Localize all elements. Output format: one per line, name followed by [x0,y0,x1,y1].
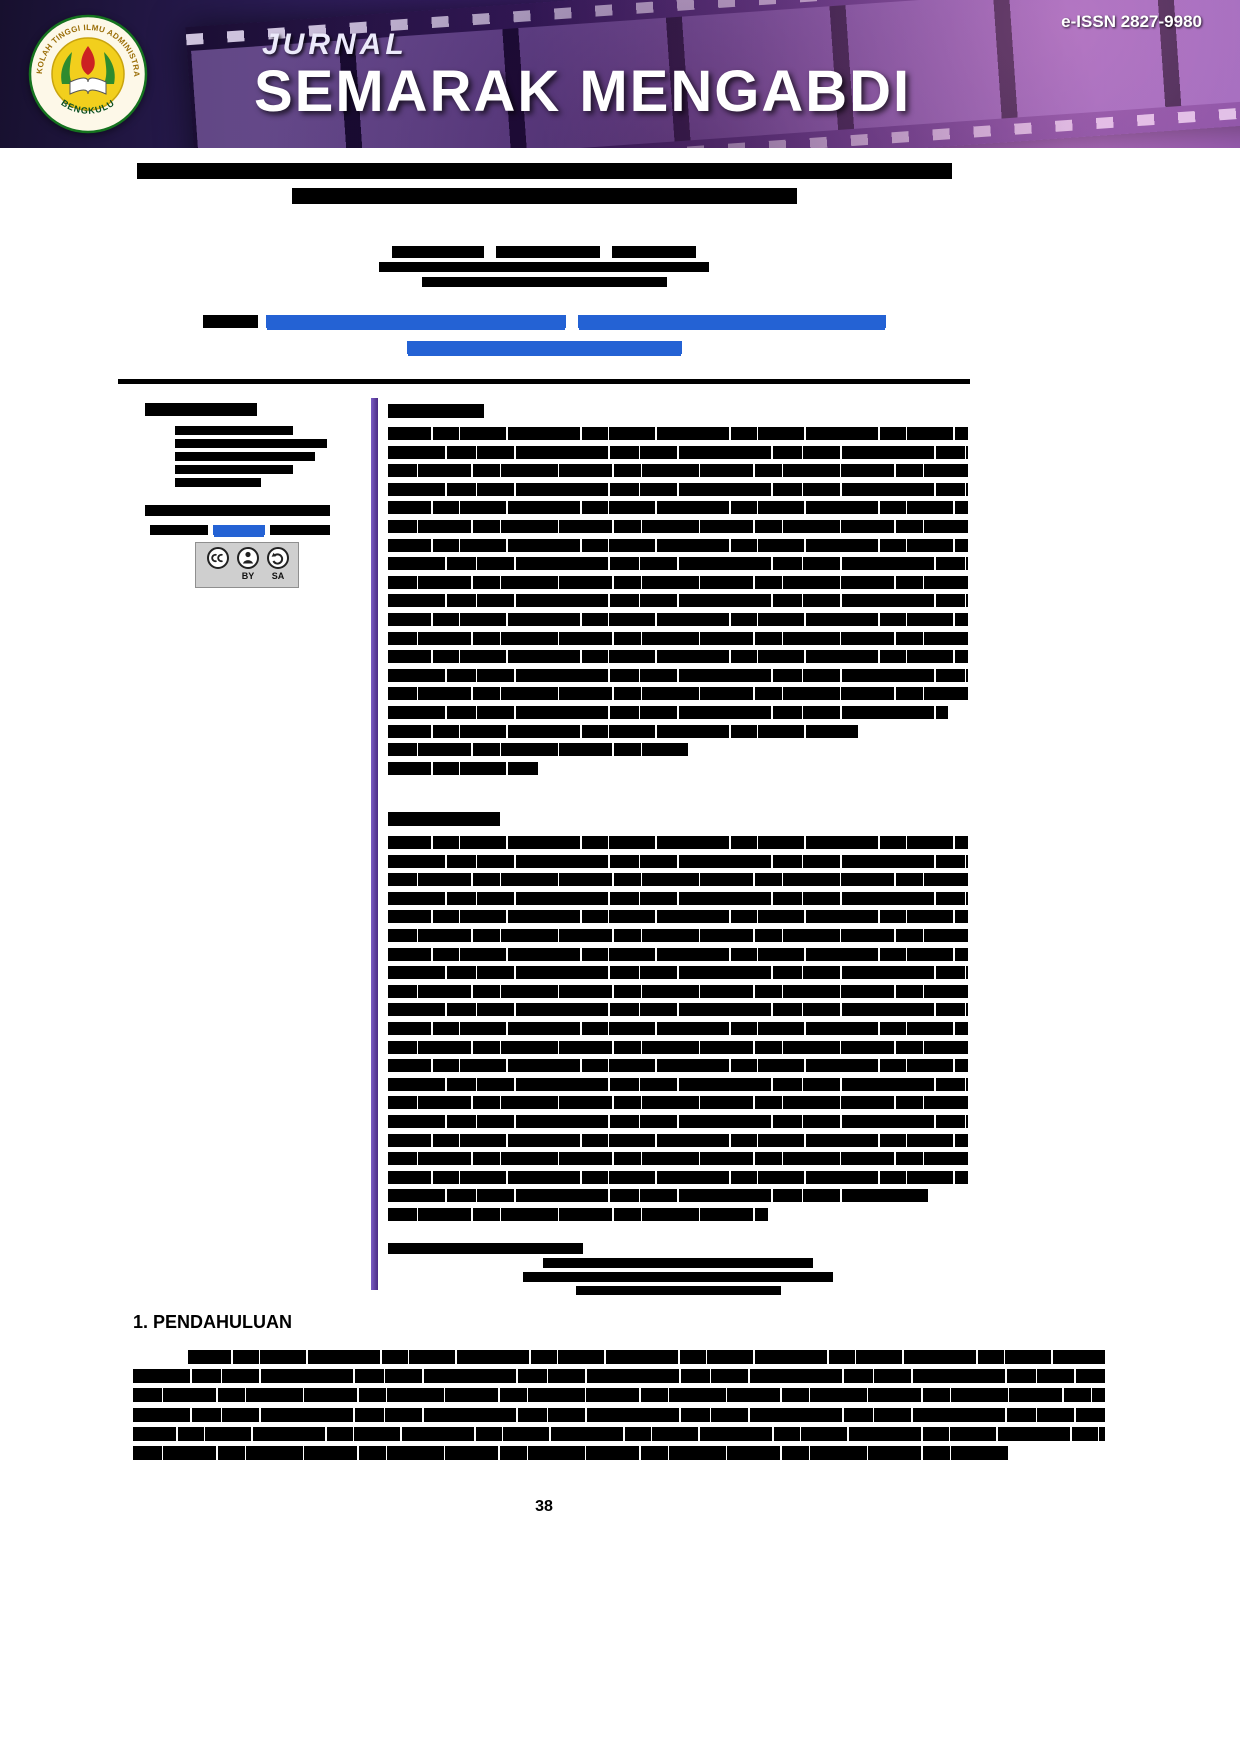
cc-badge-icons [206,546,298,570]
abstract-english-text-redacted [388,427,968,780]
logo-open-book [69,77,107,95]
share-alike-icon [267,547,289,569]
header-divider-rule [118,379,970,384]
email-links-line-1[interactable] [118,313,970,331]
journal-title: SEMARAK MENGABDI [254,59,912,124]
abstract-heading-redacted [388,404,968,418]
creative-commons-icon [207,547,229,569]
author-names-redacted [118,243,970,261]
introduction-heading: 1. PENDAHULUAN [133,1312,293,1332]
author-emails [118,313,970,365]
author-affiliations-redacted [118,262,970,287]
article-history-redacted [145,426,327,487]
cc-by-label: BY [241,571,255,581]
journal-label: JURNAL [262,28,408,61]
introduction-paragraph-redacted [133,1350,1105,1465]
corresponding-author-label-redacted [388,1243,968,1254]
column-divider-rule [371,398,378,1290]
logo-flame [81,46,95,75]
attribution-person-icon [237,547,259,569]
abstrak-indonesian-text-redacted [388,836,968,1226]
institution-logo-seal: SEKOLAH TINGGI ILMU ADMINISTRASI BENGKUL… [28,14,148,134]
abstrak-heading-redacted [388,812,968,826]
article-info-sidebar: BY SA [145,400,360,660]
header-banner: SEKOLAH TINGGI ILMU ADMINISTRASI BENGKUL… [0,0,1240,148]
cc-badge-labels: BY SA [206,570,298,582]
license-statement-redacted [150,521,330,539]
logo-wreath-right [104,52,115,84]
keywords-heading-redacted [145,505,330,516]
corresponding-author-details-redacted [388,1258,968,1295]
logo-wreath-left [61,52,72,84]
cc-sa-label: SA [271,571,285,581]
article-title-redacted [118,163,970,204]
page-number: 38 [535,1498,553,1515]
article-info-heading-redacted [145,403,257,416]
email-links-line-2[interactable] [118,339,970,357]
eissn-label: e-ISSN 2827-9980 [1061,12,1202,31]
cc-by-sa-license-badge[interactable]: BY SA [195,542,299,588]
abstract-column [388,400,968,1300]
